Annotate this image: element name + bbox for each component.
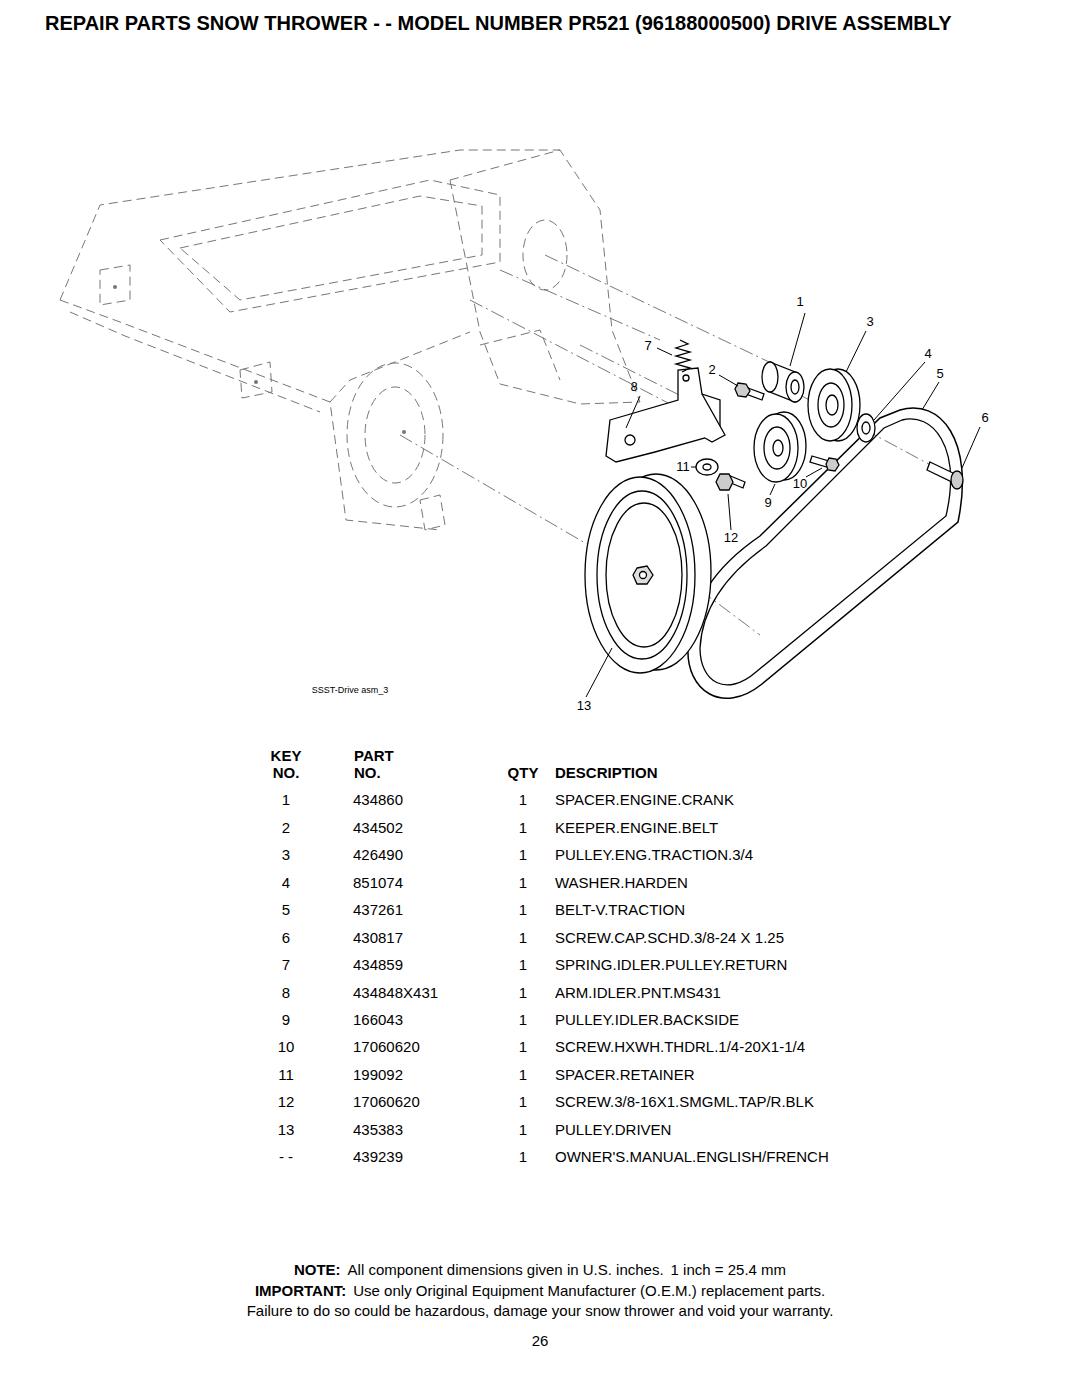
table-cell: 199092 [353,1066,403,1083]
table-cell: 166043 [353,1011,403,1028]
callout-number: 3 [866,315,873,330]
table-cell: 4 [282,874,290,891]
table-cell: 1 [519,846,527,863]
table-cell: 1 [519,956,527,973]
table-cell: 9 [282,1011,290,1028]
table-cell: 2 [282,819,290,836]
leader-lines [586,313,980,697]
table-cell: OWNER'S.MANUAL.ENGLISH/FRENCH [555,1148,829,1165]
table-cell: PULLEY.IDLER.BACKSIDE [555,1011,739,1028]
table-cell: 17060620 [353,1038,420,1055]
table-cell: 1 [519,1011,527,1028]
callout-number: 6 [981,411,988,426]
callout-number: 12 [724,531,738,546]
table-header: NO. [354,764,381,781]
table-cell: ARM.IDLER.PNT.MS431 [555,984,721,1001]
note-text: All component dimensions given in U.S. i… [348,1261,664,1278]
note-text: Use only Original Equipment Manufacturer… [353,1282,825,1299]
table-header: DESCRIPTION [555,764,658,781]
callout-number: 1 [796,295,803,310]
callout-number: 5 [936,367,943,382]
table-cell: SPRING.IDLER.PULLEY.RETURN [555,956,787,973]
callout-number: 4 [924,347,931,362]
table-cell: SCREW.3/8-16X1.SMGML.TAP/R.BLK [555,1093,814,1110]
housing-outline [60,150,640,530]
table-cell: BELT-V.TRACTION [555,901,685,918]
callout-number: 2 [708,363,715,378]
table-cell: 1 [519,791,527,808]
table-cell: 434860 [353,791,403,808]
table-cell: 1 [519,874,527,891]
table-cell: SPACER.ENGINE.CRANK [555,791,734,808]
table-cell: 1 [519,819,527,836]
table-cell: 6 [282,929,290,946]
table-header: KEY [271,747,302,764]
table-cell: 426490 [353,846,403,863]
note-text: IMPORTANT: [255,1282,346,1299]
table-cell: 8 [282,984,290,1001]
table-cell: 1 [519,1148,527,1165]
table-cell: SPACER.RETAINER [555,1066,694,1083]
note-text: NOTE: [294,1261,341,1278]
callout-number: 8 [630,380,637,395]
table-cell: KEEPER.ENGINE.BELT [555,819,718,836]
note-text: Failure to do so could be hazardous, dam… [247,1302,834,1319]
drawing-id: SSST-Drive asm_3 [312,685,389,695]
table-cell: 439239 [353,1148,403,1165]
table-cell: 1 [282,791,290,808]
table-header: NO. [273,764,300,781]
table-cell: PULLEY.DRIVEN [555,1121,671,1138]
table-cell: 13 [278,1121,295,1138]
table-cell: 1 [519,929,527,946]
table-cell: 3 [282,846,290,863]
table-cell: 437261 [353,901,403,918]
table-cell: 5 [282,901,290,918]
table-cell: 1 [519,1093,527,1110]
table-cell: 434859 [353,956,403,973]
table-cell: 7 [282,956,290,973]
table-cell: 1 [519,1121,527,1138]
callout-number: 11 [676,460,690,475]
table-cell: 430817 [353,929,403,946]
page-title: REPAIR PARTS SNOW THROWER - - MODEL NUMB… [45,10,1045,36]
housing-bolts [113,285,406,434]
callout-number: 13 [577,699,591,714]
table-cell: - - [279,1148,293,1165]
table-cell: 435383 [353,1121,403,1138]
table-cell: 10 [278,1038,295,1055]
table-cell: SCREW.CAP.SCHD.3/8-24 X 1.25 [555,929,784,946]
table-header: PART [354,747,394,764]
table-cell: SCREW.HXWH.THDRL.1/4-20X1-1/4 [555,1038,805,1055]
table-cell: 851074 [353,874,403,891]
table-cell: 434502 [353,819,403,836]
table-cell: 12 [278,1093,295,1110]
table-cell: 11 [278,1066,294,1083]
table-cell: 434848X431 [353,984,438,1001]
note-text: 1 inch = 25.4 mm [671,1261,786,1278]
table-cell: 1 [519,1038,527,1055]
table-cell: 1 [519,1066,527,1083]
page-number: 26 [532,1332,549,1349]
callout-number: 9 [764,496,771,511]
table-cell: 1 [519,984,527,1001]
table-cell: 17060620 [353,1093,420,1110]
table-cell: 1 [519,901,527,918]
drive-parts [585,340,963,698]
callout-number: 10 [793,477,807,492]
callout-number: 7 [644,339,651,354]
table-cell: WASHER.HARDEN [555,874,688,891]
table-cell: PULLEY.ENG.TRACTION.3/4 [555,846,753,863]
table-header: QTY [508,764,539,781]
